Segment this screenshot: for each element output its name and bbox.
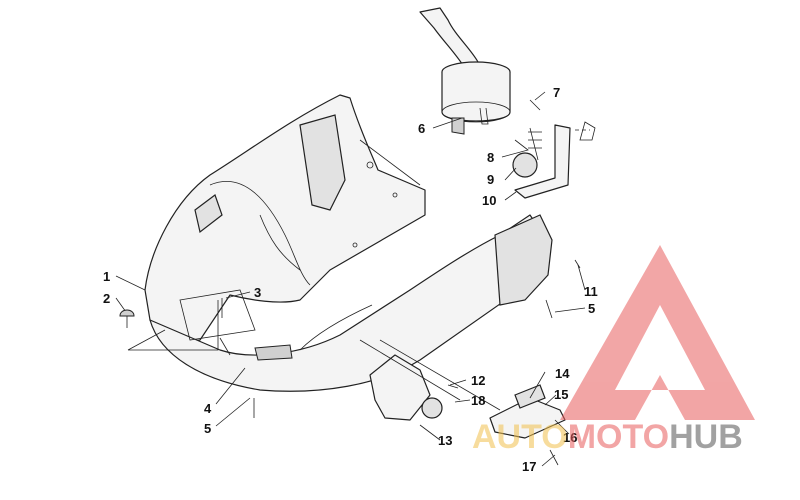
muffler-assembly [419,7,511,135]
svg-text:AUTOMOTOHUB: AUTOMOTOHUB [472,418,743,456]
callout-10: 10 [482,193,496,208]
callout-5b: 5 [588,301,595,316]
callout-1: 1 [103,269,110,284]
callouts: 1 2 3 4 5 6 7 8 9 10 11 5 12 18 13 14 15… [103,85,598,474]
leader-lines [115,91,586,467]
callout-4: 4 [204,401,212,416]
callout-14: 14 [555,366,570,381]
callout-6: 6 [418,121,425,136]
callout-9: 9 [487,172,494,187]
callout-8: 8 [487,150,494,165]
callout-13: 13 [438,433,452,448]
callout-2: 2 [103,291,110,306]
callout-7: 7 [553,85,560,100]
callout-12: 12 [471,373,485,388]
lower-bracket [359,339,566,439]
watermark-word-auto: AUTO [472,418,568,456]
watermark-word-moto: MOTO [568,418,669,456]
callout-15: 15 [554,387,568,402]
body-shell [144,94,553,392]
callout-5a: 5 [204,421,211,436]
bracket-assembly [512,99,596,199]
callout-16: 16 [563,430,577,445]
fasteners [119,259,581,466]
callout-3: 3 [254,285,261,300]
watermark-triangle-icon [560,245,755,420]
callout-17: 17 [522,459,536,474]
callout-18: 18 [471,393,485,408]
callout-11: 11 [584,284,598,299]
watermark-logo: AUTOMOTOHUB [472,245,755,456]
watermark-word-hub: HUB [669,418,743,456]
